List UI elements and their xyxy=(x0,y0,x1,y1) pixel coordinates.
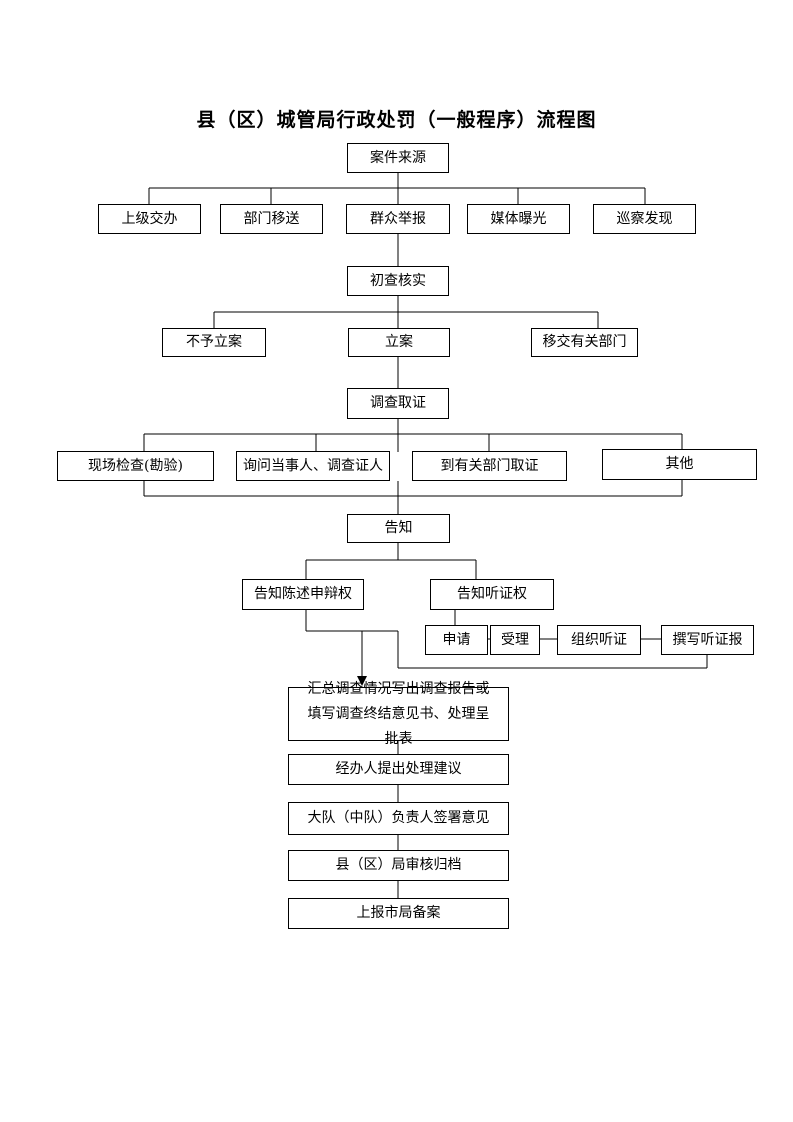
page-title: 县（区）城管局行政处罚（一般程序）流程图 xyxy=(196,109,597,131)
node-investigate: 调查取证 xyxy=(347,388,449,419)
node-report-city: 上报市局备案 xyxy=(288,898,509,929)
node-initial-check: 初查核实 xyxy=(347,266,449,296)
node-transfer: 移交有关部门 xyxy=(531,328,638,357)
node-case-source: 案件来源 xyxy=(347,143,449,173)
node-notify-hearing: 告知听证权 xyxy=(430,579,554,610)
node-organize-hearing: 组织听证 xyxy=(557,625,641,655)
node-source-superior: 上级交办 xyxy=(98,204,201,234)
node-write-hearing-report: 撰写听证报 xyxy=(661,625,754,655)
node-source-department: 部门移送 xyxy=(220,204,323,234)
node-county-review: 县（区）局审核归档 xyxy=(288,850,509,881)
node-source-patrol: 巡察发现 xyxy=(593,204,696,234)
node-dept-evidence: 到有关部门取证 xyxy=(412,451,567,481)
node-apply: 申请 xyxy=(425,625,488,655)
node-file-case: 立案 xyxy=(348,328,450,357)
node-handler-advice: 经办人提出处理建议 xyxy=(288,754,509,785)
node-source-media: 媒体曝光 xyxy=(467,204,570,234)
node-other: 其他 xyxy=(602,449,757,480)
node-summary-report: 汇总调查情况写出调查报告或填写调查终结意见书、处理呈批表 xyxy=(288,681,509,747)
node-inquire: 询问当事人、调查证人 xyxy=(236,451,390,481)
node-site-inspect: 现场检查(勘验) xyxy=(57,451,214,481)
node-source-public: 群众举报 xyxy=(346,204,450,234)
node-accept: 受理 xyxy=(490,625,540,655)
node-notify: 告知 xyxy=(347,514,450,543)
node-team-leader: 大队（中队）负责人签署意见 xyxy=(288,802,509,835)
node-no-case: 不予立案 xyxy=(162,328,266,357)
node-notify-defense: 告知陈述申辩权 xyxy=(242,579,364,610)
